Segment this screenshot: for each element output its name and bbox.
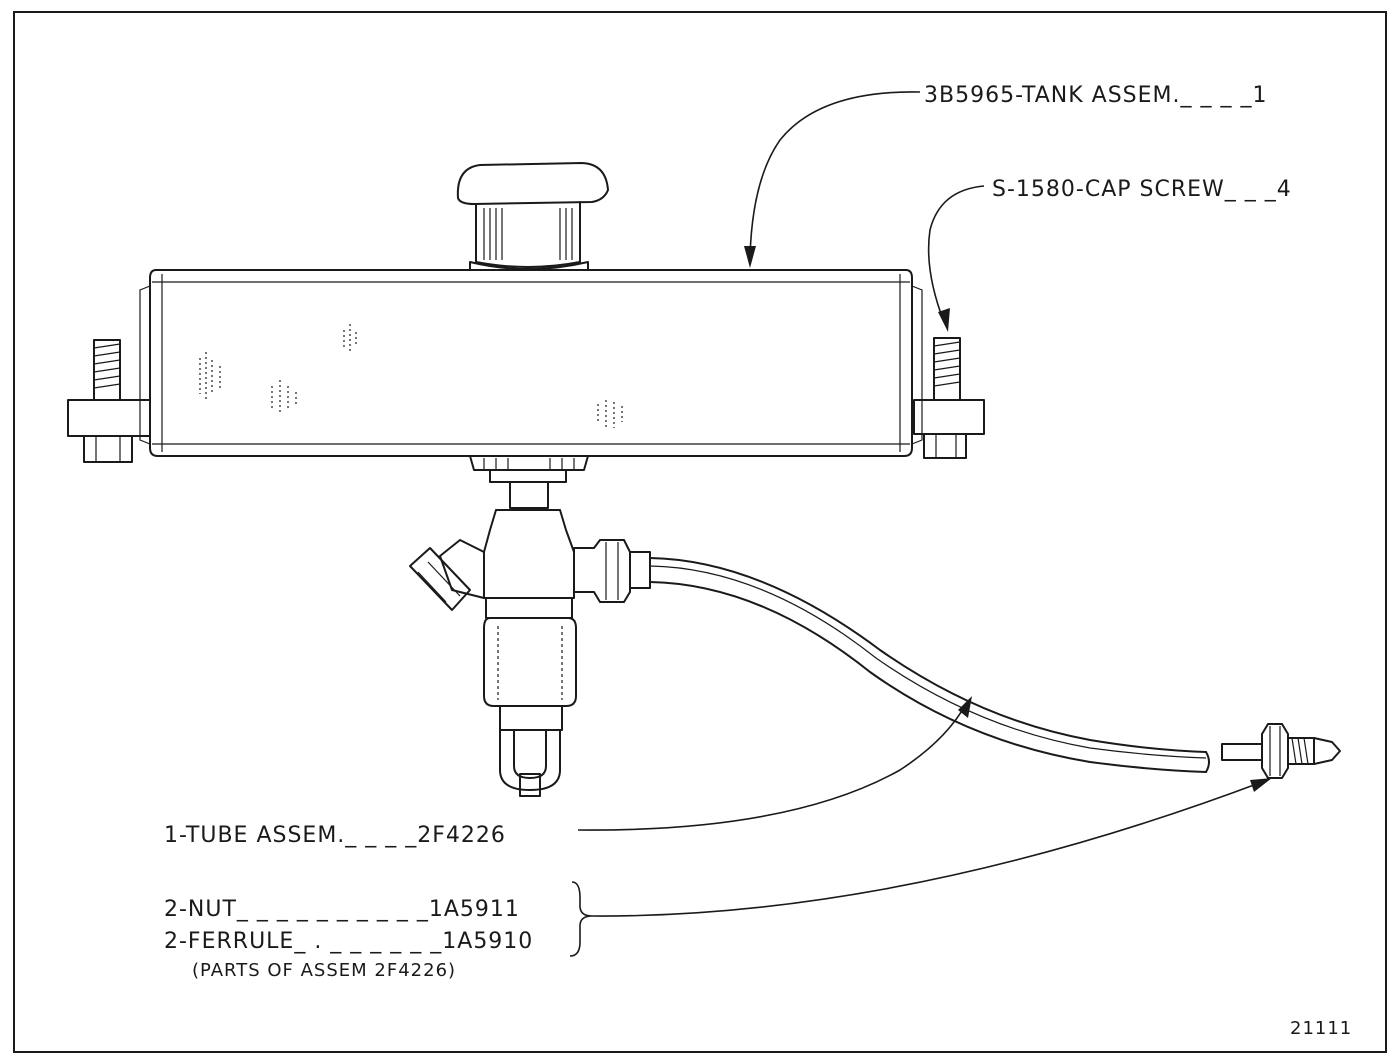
leader-lines	[569, 91, 1272, 957]
fuel-tube	[649, 557, 1210, 773]
cap-screw-label: S-1580-CAP SCREW_ _ _4	[992, 177, 1292, 202]
sediment-bowl	[483, 597, 577, 797]
figure-number: 21111	[1290, 1018, 1352, 1039]
left-mounting-bracket	[67, 339, 151, 463]
right-mounting-bracket	[913, 337, 985, 459]
tank-assembly-drawing	[67, 162, 1341, 797]
shut-off-valve	[409, 509, 651, 611]
tank-assembly-label: 3B5965-TANK ASSEM._ _ _ _1	[924, 83, 1268, 108]
ferrule-label: 2-FERRULE_ . _ _ _ _ _ _1A5910	[164, 929, 533, 954]
tube-end-fitting	[1221, 723, 1341, 779]
parts-note-label: (PARTS OF ASSEM 2F4226)	[192, 960, 456, 981]
tube-assembly-label: 1-TUBE ASSEM._ _ _ _2F4226	[164, 823, 506, 848]
tank-outlet-fitting	[469, 455, 589, 509]
page-border	[13, 11, 1387, 1053]
nut-label: 2-NUT_ _ _ _ _ _ _ _ _ _1A5911	[164, 897, 520, 922]
tank-body	[139, 269, 923, 457]
filler-cap	[456, 162, 609, 271]
